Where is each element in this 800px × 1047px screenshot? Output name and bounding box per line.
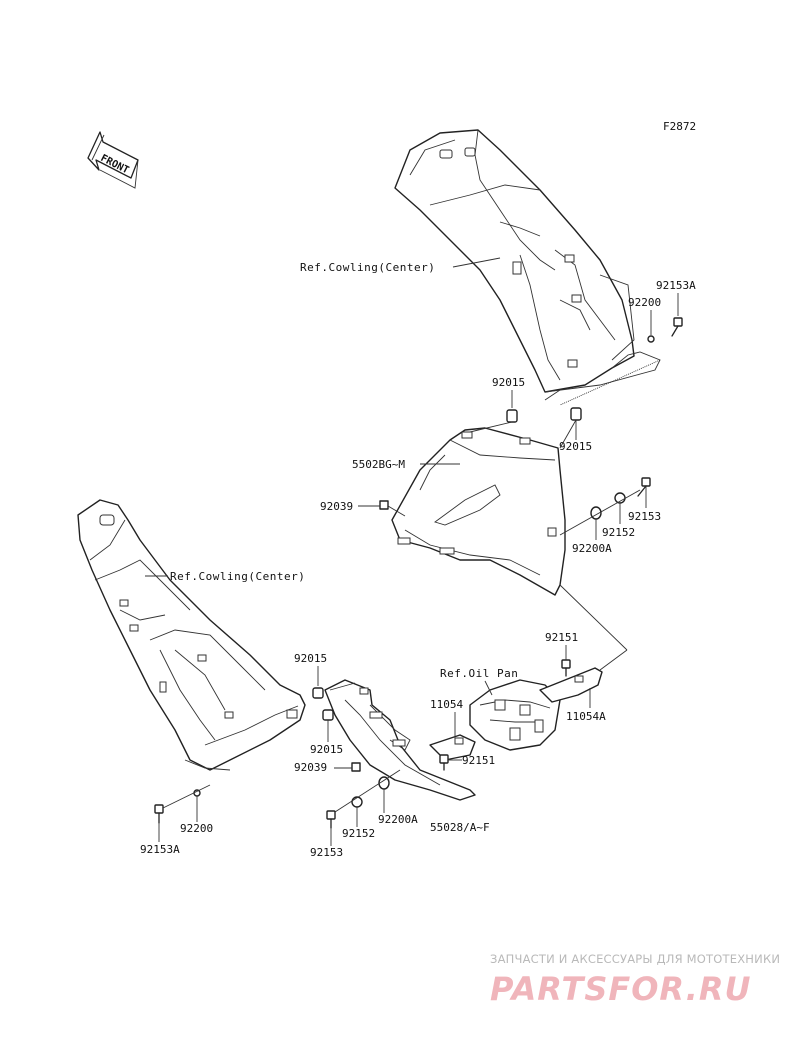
watermark-tagline: ЗАПЧАСТИ И АКСЕССУАРЫ ДЛЯ МОТОТЕХНИКИ <box>490 952 780 966</box>
label-92039-top: 92039 <box>320 500 353 513</box>
label-11054A: 11054A <box>566 710 606 723</box>
watermark-logo: PARTSFOR.RU <box>490 970 751 1008</box>
grommet-92015-c-icon <box>312 687 324 699</box>
inner-cover-5502BG <box>391 427 566 596</box>
nut-92039-top-icon <box>379 500 389 510</box>
label-92152-low: 92152 <box>342 827 375 840</box>
label-ref-oil-pan: Ref.Oil Pan <box>440 667 518 680</box>
label-11054: 11054 <box>430 698 463 711</box>
label-92151-top: 92151 <box>545 631 578 644</box>
label-92153A-top: 92153A <box>656 279 696 292</box>
diagram-code: F2872 <box>663 120 696 133</box>
cowling-center-lower-left <box>77 499 306 771</box>
grommet-92015-a-icon <box>506 409 518 423</box>
label-92200A-right: 92200A <box>572 542 612 555</box>
label-92153-right: 92153 <box>628 510 661 523</box>
bolt-92151-top-icon <box>561 659 571 677</box>
bolt-92153A-low-icon <box>154 804 164 824</box>
label-92039-low: 92039 <box>294 761 327 774</box>
label-92015-d: 92015 <box>310 743 343 756</box>
oil-pan-reference <box>469 679 561 751</box>
bracket-11054A <box>539 667 603 703</box>
label-ref-cowling-center-left: Ref.Cowling(Center) <box>170 570 305 583</box>
bolt-92153-low-icon <box>326 810 336 829</box>
label-5502BG: 5502BG~M <box>352 458 405 471</box>
label-92015-a: 92015 <box>492 376 525 389</box>
nut-92039-low-icon <box>351 762 361 772</box>
grommet-92015-d-icon <box>322 709 334 721</box>
label-92015-b: 92015 <box>559 440 592 453</box>
label-92200-top: 92200 <box>628 296 661 309</box>
front-arrow-icon: FRONT <box>87 131 139 189</box>
label-ref-cowling-center-top: Ref.Cowling(Center) <box>300 261 435 274</box>
cowling-center-upper <box>394 129 661 393</box>
front-label: FRONT <box>99 153 131 176</box>
label-92153A-low: 92153A <box>140 843 180 856</box>
collar-92152-low-icon <box>351 796 363 808</box>
label-92152-right: 92152 <box>602 526 635 539</box>
inner-cover-55028 <box>324 679 476 801</box>
grommet-92015-b-icon <box>570 407 582 421</box>
washer-92200-top-icon <box>647 335 655 343</box>
bolt-92151-mid-icon <box>439 754 449 771</box>
label-92151-mid: 92151 <box>462 754 495 767</box>
label-92200-low: 92200 <box>180 822 213 835</box>
label-55028: 55028/A~F <box>430 821 490 834</box>
label-92153-low: 92153 <box>310 846 343 859</box>
label-92200A-low: 92200A <box>378 813 418 826</box>
bolt-92153-right-icon <box>637 477 651 497</box>
label-92015-c: 92015 <box>294 652 327 665</box>
bolt-92153A-top-icon <box>671 317 683 337</box>
